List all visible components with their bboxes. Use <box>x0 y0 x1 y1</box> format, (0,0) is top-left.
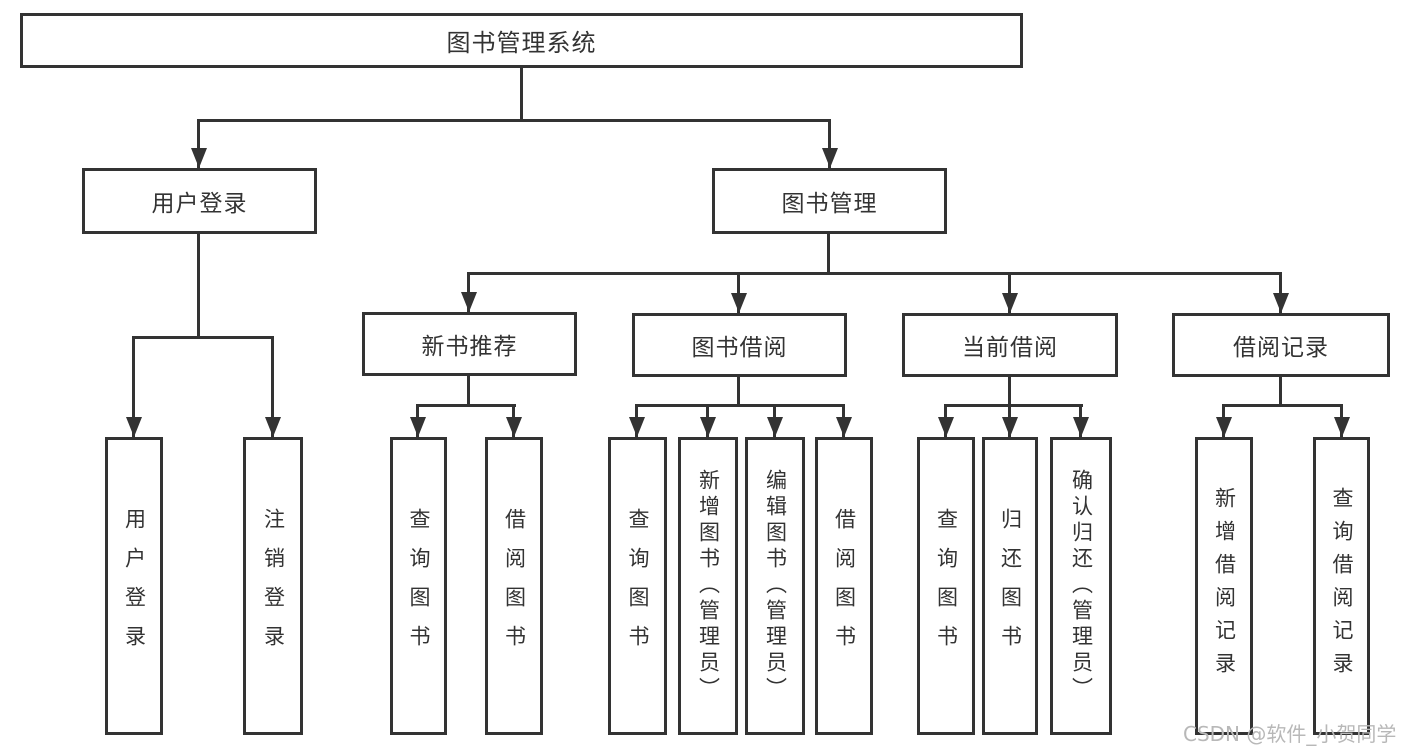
connector-book-borrow-rail <box>635 404 845 407</box>
leaf-add-book-admin: 新增图书（管理员） <box>678 437 738 735</box>
node-book-borrow: 图书借阅 <box>632 313 847 377</box>
node-root-label: 图书管理系统 <box>446 29 597 57</box>
connector-level2-rail <box>198 119 831 122</box>
arrow-to-leaf-borrow-book-1 <box>512 404 515 437</box>
arrow-to-current-borrow <box>1008 272 1011 313</box>
arrow-to-book-borrow <box>737 272 740 313</box>
connector-new-book-rec-stem <box>467 375 470 405</box>
arrow-to-book-mgmt <box>828 119 831 168</box>
leaf-return-book: 归还图书 <box>982 437 1038 735</box>
leaf-query-book-borrow-label: 查询图书 <box>626 508 650 664</box>
arrow-to-leaf-borrow-book-2 <box>842 404 845 437</box>
node-current-borrow-label: 当前借阅 <box>962 335 1058 361</box>
leaf-query-book-borrow: 查询图书 <box>608 437 667 735</box>
leaf-query-borrow-record-label: 查询借阅记录 <box>1330 487 1354 685</box>
node-new-book-rec-label: 新书推荐 <box>421 334 518 360</box>
leaf-query-book-current: 查询图书 <box>917 437 975 735</box>
csdn-watermark: CSDN @软件_小贺同学 <box>1183 722 1397 746</box>
connector-new-book-rec-rail <box>416 404 516 407</box>
connector-current-borrow-rail <box>944 404 1083 407</box>
arrow-to-leaf-edit-book <box>773 404 776 437</box>
leaf-query-book-newrec-label: 查询图书 <box>407 508 431 664</box>
connector-book-mgmt-stem <box>827 233 830 273</box>
leaf-query-book-newrec: 查询图书 <box>390 437 447 735</box>
arrow-to-leaf-logout <box>271 336 274 437</box>
leaf-borrow-book-borrow: 借阅图书 <box>815 437 873 735</box>
node-borrow-records-label: 借阅记录 <box>1233 335 1329 361</box>
arrow-to-user-login <box>197 119 200 168</box>
node-user-login: 用户登录 <box>82 168 317 234</box>
arrow-to-borrow-records <box>1279 272 1282 313</box>
arrow-to-leaf-user-login <box>132 336 135 437</box>
leaf-confirm-return-admin-label: 确认归还（管理员） <box>1069 469 1094 703</box>
node-book-mgmt-label: 图书管理 <box>781 191 878 217</box>
connector-borrow-records-rail <box>1222 404 1343 407</box>
leaf-user-login: 用户登录 <box>105 437 163 735</box>
connector-current-borrow-stem <box>1008 376 1011 405</box>
connector-borrow-records-stem <box>1279 376 1282 405</box>
arrow-to-leaf-return-book <box>1008 404 1011 437</box>
arrow-to-leaf-query-record <box>1340 404 1343 437</box>
leaf-return-book-label: 归还图书 <box>998 508 1023 664</box>
leaf-user-login-label: 用户登录 <box>122 508 147 664</box>
leaf-logout-label: 注销登录 <box>261 508 286 664</box>
node-root-library-system: 图书管理系统 <box>20 13 1023 68</box>
leaf-add-borrow-record: 新增借阅记录 <box>1195 437 1253 735</box>
leaf-borrow-book-newrec-label: 借阅图书 <box>502 508 527 664</box>
node-book-borrow-label: 图书借阅 <box>691 335 788 361</box>
arrow-to-new-book-rec <box>467 272 470 312</box>
leaf-query-borrow-record: 查询借阅记录 <box>1313 437 1370 735</box>
leaf-logout: 注销登录 <box>243 437 303 735</box>
connector-user-login-stem <box>197 233 200 336</box>
node-user-login-label: 用户登录 <box>151 191 248 217</box>
connector-book-borrow-stem <box>737 376 740 405</box>
connector-root-stem <box>520 68 523 119</box>
node-current-borrow: 当前借阅 <box>902 313 1118 377</box>
leaf-borrow-book-borrow-label: 借阅图书 <box>832 508 857 664</box>
node-book-mgmt: 图书管理 <box>712 168 947 234</box>
arrow-to-leaf-add-book <box>706 404 709 437</box>
node-new-book-rec: 新书推荐 <box>362 312 577 376</box>
arrow-to-leaf-query-book-3 <box>944 404 947 437</box>
connector-user-login-rail <box>132 336 274 339</box>
leaf-confirm-return-admin: 确认归还（管理员） <box>1050 437 1112 735</box>
leaf-add-book-admin-label: 新增图书（管理员） <box>696 469 721 703</box>
leaf-edit-book-admin-label: 编辑图书（管理员） <box>763 469 788 703</box>
leaf-query-book-current-label: 查询图书 <box>934 508 959 664</box>
node-borrow-records: 借阅记录 <box>1172 313 1390 377</box>
arrow-to-leaf-query-book-2 <box>635 404 638 437</box>
leaf-edit-book-admin: 编辑图书（管理员） <box>745 437 805 735</box>
connector-level3-rail <box>467 272 1282 275</box>
arrow-to-leaf-query-book-1 <box>416 404 419 437</box>
arrow-to-leaf-add-record <box>1222 404 1225 437</box>
arrow-to-leaf-confirm-return <box>1079 404 1082 437</box>
leaf-borrow-book-newrec: 借阅图书 <box>485 437 543 735</box>
leaf-add-borrow-record-label: 新增借阅记录 <box>1212 487 1237 685</box>
